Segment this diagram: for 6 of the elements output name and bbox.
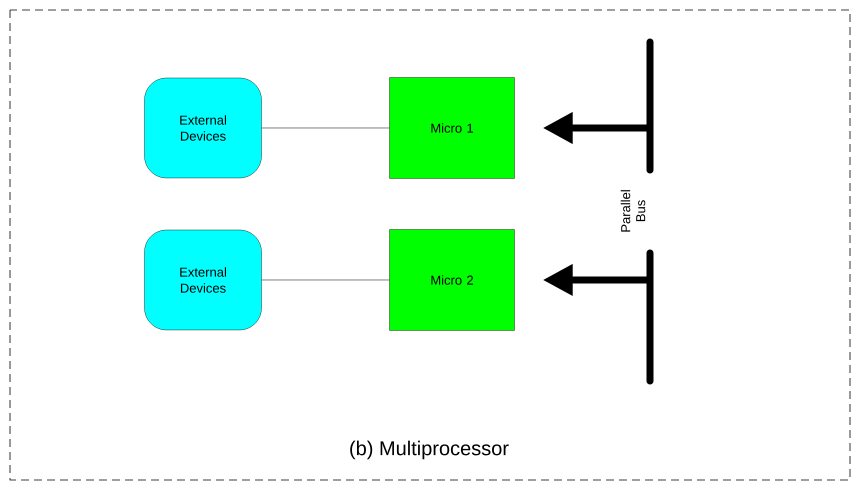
processor-box: Micro 2 [389, 229, 515, 331]
device-box: External Devices [144, 78, 262, 178]
bus-label: Parallel Bus [620, 190, 646, 232]
device-box: External Devices [144, 230, 262, 330]
caption: (b) Multiprocessor [350, 440, 509, 460]
processor-box: Micro 1 [389, 77, 515, 179]
